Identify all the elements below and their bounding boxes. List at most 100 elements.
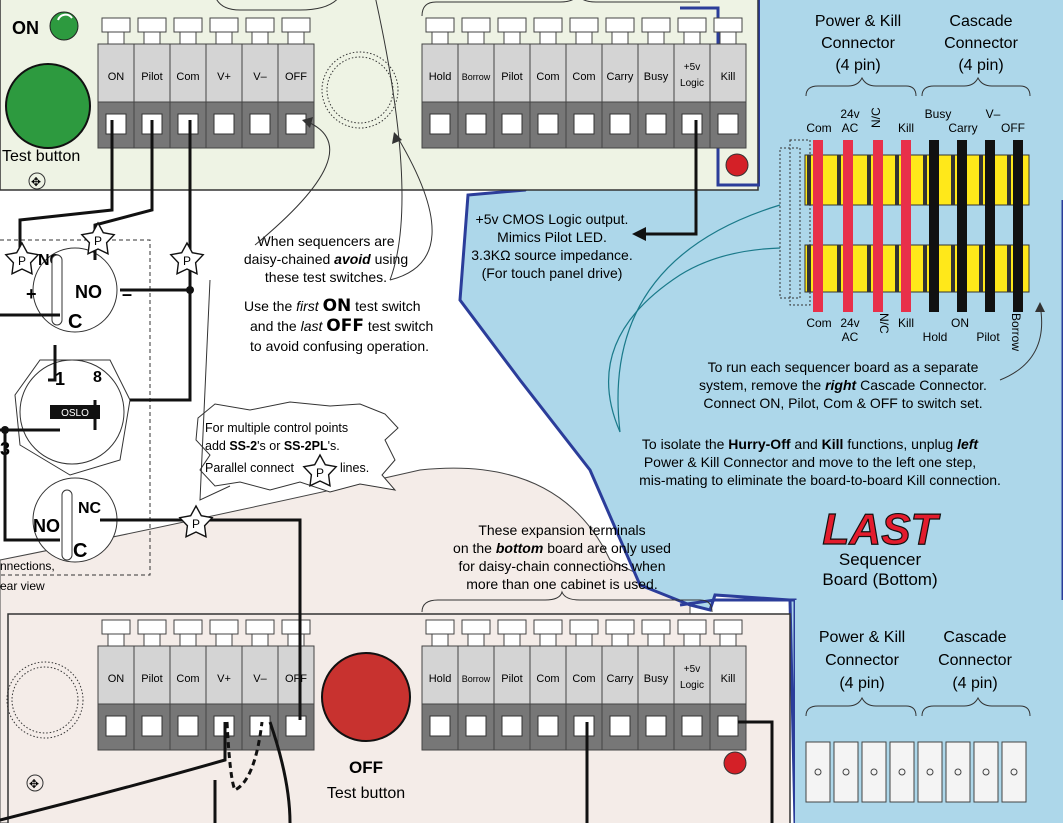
terminal-body: [241, 43, 279, 103]
p-star-label: P: [192, 517, 200, 531]
terminal-label: Logic: [680, 680, 704, 691]
bottom-right-brace: [421, 590, 713, 613]
switch2-c: C: [73, 540, 87, 562]
terminal-screw-icon[interactable]: [537, 113, 559, 135]
terminal-screw-icon[interactable]: [465, 113, 487, 135]
terminal-screw-icon[interactable]: [681, 113, 703, 135]
top-test-button[interactable]: [5, 63, 91, 149]
terminal-tab: [497, 17, 527, 33]
connector-divider: [867, 245, 871, 292]
svg-text:Com: Com: [806, 121, 831, 135]
svg-text:24v: 24v: [840, 107, 859, 121]
terminal-base: [97, 703, 135, 751]
connector-divider: [923, 155, 927, 205]
isolate-arrow: [608, 247, 781, 433]
terminal-neck: [539, 633, 557, 647]
terminal-screw-icon[interactable]: [213, 113, 235, 135]
expansion-callout: These expansion terminals on the bottom …: [453, 522, 671, 592]
terminal-label: Com: [176, 71, 199, 83]
connector-wire: [929, 140, 939, 312]
terminal-neck: [107, 31, 125, 45]
terminal-label: Busy: [644, 673, 669, 685]
terminal-neck: [647, 31, 665, 45]
terminal-screw-icon[interactable]: [105, 715, 127, 737]
pin-hole: [814, 768, 822, 776]
off-test-button[interactable]: [321, 652, 411, 742]
terminal-label: V–: [253, 673, 267, 685]
run-separate-line3: Connect ON, Pilot, Com & OFF to switch s…: [703, 395, 982, 411]
connector-wire: [901, 140, 911, 312]
terminal-screw-icon[interactable]: [717, 113, 739, 135]
terminal-screw-icon[interactable]: [429, 113, 451, 135]
terminal-screw-icon[interactable]: [249, 113, 271, 135]
terminal-screw-icon[interactable]: [717, 715, 739, 737]
wire-junction-2: [1, 426, 9, 434]
terminal-label: ON: [108, 71, 125, 83]
terminal-body: [601, 43, 639, 103]
terminal-screw-icon[interactable]: [609, 715, 631, 737]
terminal-neck: [251, 31, 269, 45]
terminal-screw-icon[interactable]: [537, 715, 559, 737]
terminal-neck: [215, 633, 233, 647]
terminal-neck: [143, 633, 161, 647]
connector-assembly: [779, 139, 1030, 312]
terminal-label: Kill: [721, 673, 736, 685]
bottom-pin-labels: Com 24v AC N/C Kill Hold ON Pilot Borrow: [806, 313, 1023, 351]
key-8: 8: [93, 369, 102, 386]
avoid-arrow2: [375, 0, 403, 281]
terminal-screw-icon[interactable]: [501, 113, 523, 135]
connector-divider: [867, 155, 871, 205]
terminal-screw-icon[interactable]: [645, 715, 667, 737]
pin-hole: [898, 768, 906, 776]
terminal-screw-icon[interactable]: [573, 715, 595, 737]
terminal-screw-icon[interactable]: [285, 113, 307, 135]
terminal-screw-icon[interactable]: [141, 715, 163, 737]
terminal-body: [565, 645, 603, 705]
terminal-tab: [101, 619, 131, 635]
connector-divider: [807, 155, 811, 205]
switch-panel-outline: [0, 239, 151, 576]
terminal-screw-icon[interactable]: [465, 715, 487, 737]
rear-view-fragment: ear view: [0, 579, 45, 593]
switch1-minus: –: [122, 284, 132, 304]
svg-text:Connector: Connector: [825, 652, 899, 669]
terminal-screw-icon[interactable]: [573, 113, 595, 135]
terminal-body: [421, 43, 459, 103]
connector-pin: [861, 741, 887, 803]
svg-text:add SS-2's or SS-2PL's.: add SS-2's or SS-2PL's.: [205, 439, 340, 453]
p-star-icon: [302, 453, 338, 487]
terminal-neck: [539, 31, 557, 45]
terminal-screw-icon[interactable]: [105, 113, 127, 135]
terminal-label: Pilot: [501, 71, 522, 83]
run-separate-arrowhead: [1035, 302, 1045, 312]
terminal-screw-icon[interactable]: [429, 715, 451, 737]
terminal-neck: [431, 31, 449, 45]
terminal-body: [493, 43, 531, 103]
p-star-label: P: [18, 254, 26, 268]
terminal-body: [529, 645, 567, 705]
terminal-screw-icon[interactable]: [501, 715, 523, 737]
svg-text:(4 pin): (4 pin): [952, 675, 997, 692]
connector-pin: [917, 741, 943, 803]
key-1: 1: [55, 369, 65, 389]
pin-hole: [842, 768, 850, 776]
svg-text:Connector: Connector: [944, 35, 1018, 52]
last-title: LAST: [823, 505, 941, 554]
terminal-screw-icon[interactable]: [177, 113, 199, 135]
svg-text:Borrow: Borrow: [1009, 313, 1023, 351]
terminal-screw-icon[interactable]: [645, 113, 667, 135]
svg-text:These expansion terminals: These expansion terminals: [478, 522, 645, 538]
terminal-screw-icon[interactable]: [285, 715, 307, 737]
terminal-body: [133, 43, 171, 103]
terminal-screw-icon[interactable]: [609, 113, 631, 135]
connector-wire: [843, 140, 853, 312]
terminal-screw-icon[interactable]: [681, 715, 703, 737]
on-led-highlight: [57, 13, 73, 21]
off-label: OFF: [349, 758, 383, 777]
connector-divider: [1007, 245, 1011, 292]
terminal-screw-icon[interactable]: [177, 715, 199, 737]
terminal-tab: [641, 17, 671, 33]
svg-text:Cascade: Cascade: [943, 629, 1006, 646]
terminal-body: [673, 645, 711, 705]
